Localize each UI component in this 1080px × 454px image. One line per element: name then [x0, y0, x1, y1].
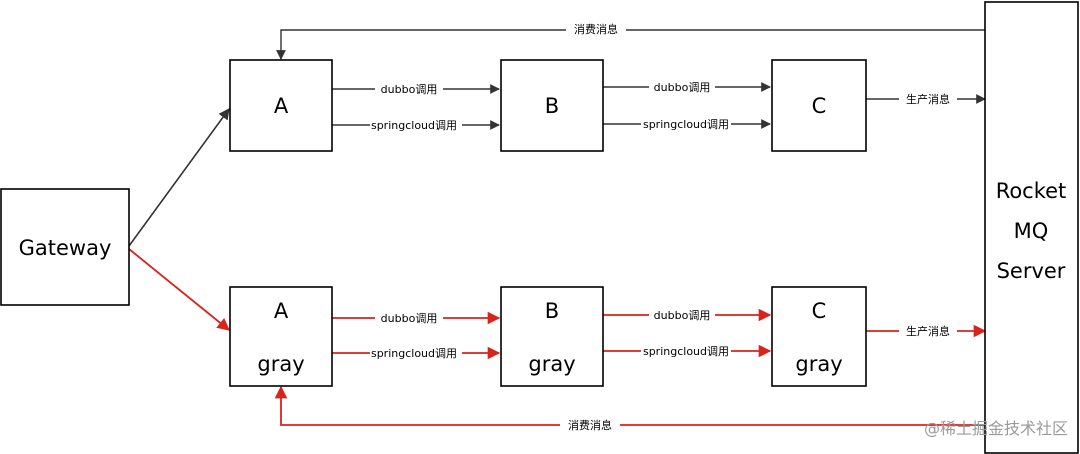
service-b-gray-tag: gray [528, 352, 575, 376]
service-a-gray-node: A gray [229, 286, 333, 387]
a-gray-to-b-gray-dubbo-label: dubbo调用 [381, 312, 438, 325]
server-to-a-gray-consume-label: 消费消息 [568, 418, 612, 432]
service-c-node: C [771, 59, 867, 152]
c-gray-to-server-produce-label: 生产消息 [906, 324, 950, 338]
service-a-node: A [229, 59, 333, 152]
gateway-node: Gateway [0, 188, 130, 306]
service-a-gray-tag: gray [257, 352, 304, 376]
gateway-to-a-arrow [128, 108, 230, 247]
gateway-label: Gateway [19, 236, 112, 260]
service-a-label: A [274, 94, 289, 118]
service-b-node: B [500, 59, 604, 152]
service-b-gray-name: B [545, 299, 559, 323]
service-c-label: C [812, 94, 827, 118]
service-a-gray-name: A [274, 299, 289, 323]
a-to-b-dubbo-label: dubbo调用 [381, 83, 438, 96]
server-to-a-consume-label: 消费消息 [574, 22, 618, 36]
gray-route: dubbo调用 springcloud调用 dubbo调用 springclou… [128, 248, 987, 433]
service-c-gray-tag: gray [795, 352, 842, 376]
server-to-a-gray-consume-arrow [274, 385, 985, 426]
rocketmq-server-node: Rocket MQ Server [984, 1, 1079, 454]
service-b-gray-node: B gray [500, 286, 604, 387]
server-label-line-2: MQ [1014, 219, 1049, 243]
service-c-gray-node: C gray [771, 286, 867, 387]
service-c-gray-name: C [812, 299, 827, 323]
watermark: @稀土掘金技术社区 [924, 419, 1068, 438]
b-gray-to-c-gray-springcloud-label: springcloud调用 [643, 345, 729, 358]
a-gray-to-b-gray-springcloud-label: springcloud调用 [371, 347, 457, 360]
b-gray-to-c-gray-dubbo-label: dubbo调用 [654, 309, 711, 322]
a-to-b-springcloud-label: springcloud调用 [371, 119, 457, 132]
gateway-to-a-gray-arrow [128, 248, 230, 331]
service-b-label: B [545, 94, 559, 118]
server-label-line-1: Rocket [996, 179, 1067, 203]
normal-route: dubbo调用 springcloud调用 dubbo调用 springclou… [128, 21, 986, 247]
server-label-line-3: Server [997, 259, 1066, 283]
c-to-server-produce-label: 生产消息 [906, 92, 950, 106]
b-to-c-springcloud-label: springcloud调用 [643, 118, 729, 131]
server-to-a-consume-arrow [276, 29, 985, 60]
b-to-c-dubbo-label: dubbo调用 [654, 81, 711, 94]
